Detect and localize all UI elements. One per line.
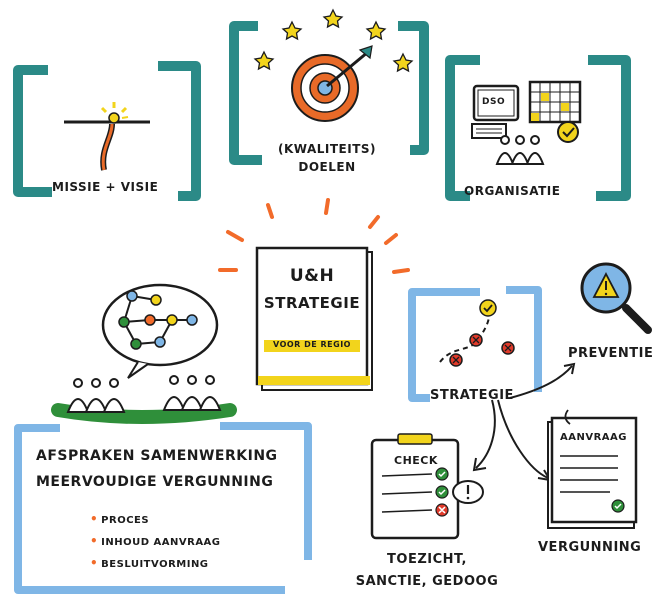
afspraken-label-line2: MEERVOUDIGE VERGUNNING — [36, 474, 274, 490]
missie-visie-label: MISSIE + VISIE — [52, 180, 159, 194]
team-people-icon — [495, 135, 545, 165]
bullet-item: •PROCES — [90, 512, 150, 526]
aanvraag-label: AANVRAAG — [560, 432, 627, 443]
strategie-panel — [408, 286, 542, 402]
doelen-label-line1: (KWALITEITS) — [277, 142, 377, 156]
book-title-line2: STRATEGIE — [263, 294, 361, 312]
partners-people-icon — [51, 375, 237, 424]
organisatie-panel — [445, 55, 631, 201]
computer-dso-icon — [471, 80, 582, 143]
check-label: CHECK — [394, 454, 438, 467]
organisatie-label: ORGANISATIE — [464, 184, 561, 198]
afspraken-label-line1: AFSPRAKEN SAMENWERKING — [36, 448, 278, 464]
toezicht-label-line2: SANCTIE, GEDOOG — [355, 574, 499, 589]
doelen-panel — [229, 21, 429, 165]
toezicht-label-line1: TOEZICHT, — [387, 552, 467, 567]
lightbulb-path-icon — [64, 102, 150, 171]
book-subtitle: VOOR DE REGIO — [273, 340, 351, 349]
vergunning-label: VERGUNNING — [538, 540, 642, 555]
dso-screen-label: DSO — [482, 97, 506, 107]
strategie-label: STRATEGIE — [430, 388, 514, 403]
strategy-path-icon — [439, 299, 515, 367]
book-title-line1: U&H — [289, 266, 335, 286]
flow-arrows — [472, 362, 576, 482]
process-network-bubble — [101, 283, 219, 379]
highlight-rays — [218, 198, 410, 274]
aanvraag-document-icon — [547, 409, 638, 529]
magnifier-warning-icon — [580, 262, 652, 334]
target-icon — [291, 45, 373, 122]
preventie-label: PREVENTIE — [568, 346, 654, 361]
bullet-item: •INHOUD AANVRAAG — [90, 534, 221, 548]
doelen-label-line2: DOELEN — [298, 160, 356, 174]
missie-visie-panel — [13, 61, 201, 201]
strategie-book — [255, 246, 373, 391]
bullet-item: •BESLUITVORMING — [90, 556, 209, 570]
star-icons — [253, 8, 414, 73]
afspraken-panel — [14, 422, 312, 594]
check-clipboard-icon — [370, 433, 484, 540]
